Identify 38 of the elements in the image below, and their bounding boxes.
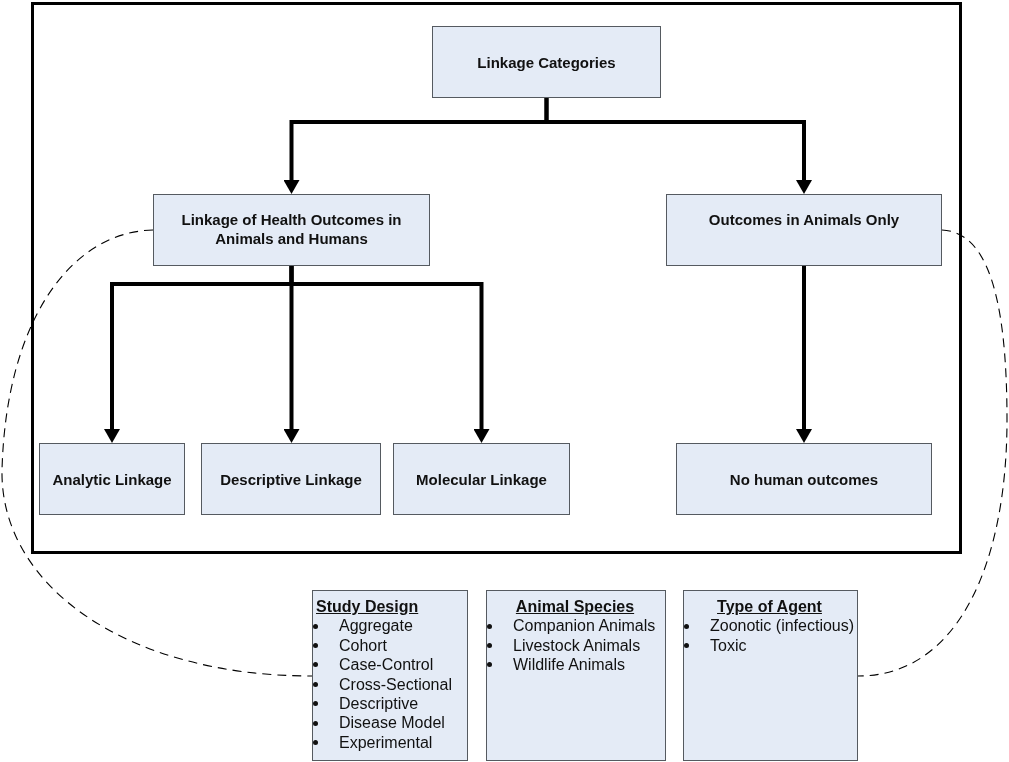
arrow [544, 98, 812, 194]
category-box [676, 443, 932, 515]
list-item: Disease Model [339, 713, 445, 733]
box-label: Molecular Linkage [416, 469, 547, 489]
arrow [796, 266, 812, 443]
box-label: Analytic Linkage [52, 469, 172, 489]
category-box [393, 443, 570, 515]
list-item: Aggregate [339, 616, 413, 636]
category-box [39, 443, 185, 515]
list-item: Livestock Animals [513, 635, 641, 656]
category-box [666, 194, 942, 266]
list-heading: Type of Agent [717, 597, 822, 617]
list-item: Descriptive [339, 693, 419, 714]
list-item: Case-Control [339, 655, 434, 675]
list-item: Toxic [710, 635, 747, 656]
category-box [201, 443, 381, 515]
list-box [683, 590, 858, 761]
list-item: Experimental [339, 732, 433, 753]
list-item: Zoonotic (infectious) [710, 616, 855, 636]
dashed-connector [857, 229, 1008, 677]
list-item: Wildlife Animals [513, 655, 626, 675]
box-label: No human outcomes [729, 469, 879, 489]
list-box [312, 590, 468, 761]
dashed-connector [1, 229, 313, 677]
box-label: Linkage Categories [477, 52, 616, 72]
list-item: Cohort [339, 635, 388, 656]
list-heading: Study Design [316, 597, 419, 617]
outer-frame [31, 2, 962, 554]
list-item: Companion Animals [513, 616, 656, 636]
box-label: Outcomes in Animals Only [708, 210, 900, 229]
category-box [432, 26, 661, 98]
list-heading: Animal Species [515, 597, 635, 617]
category-box [153, 194, 430, 266]
box-label: Linkage of Health Outcomes in Animals and Humans [180, 210, 403, 248]
list-item: Cross-Sectional [339, 674, 452, 694]
box-label: Descriptive Linkage [220, 469, 362, 489]
list-box [486, 590, 666, 761]
arrow [289, 266, 490, 443]
